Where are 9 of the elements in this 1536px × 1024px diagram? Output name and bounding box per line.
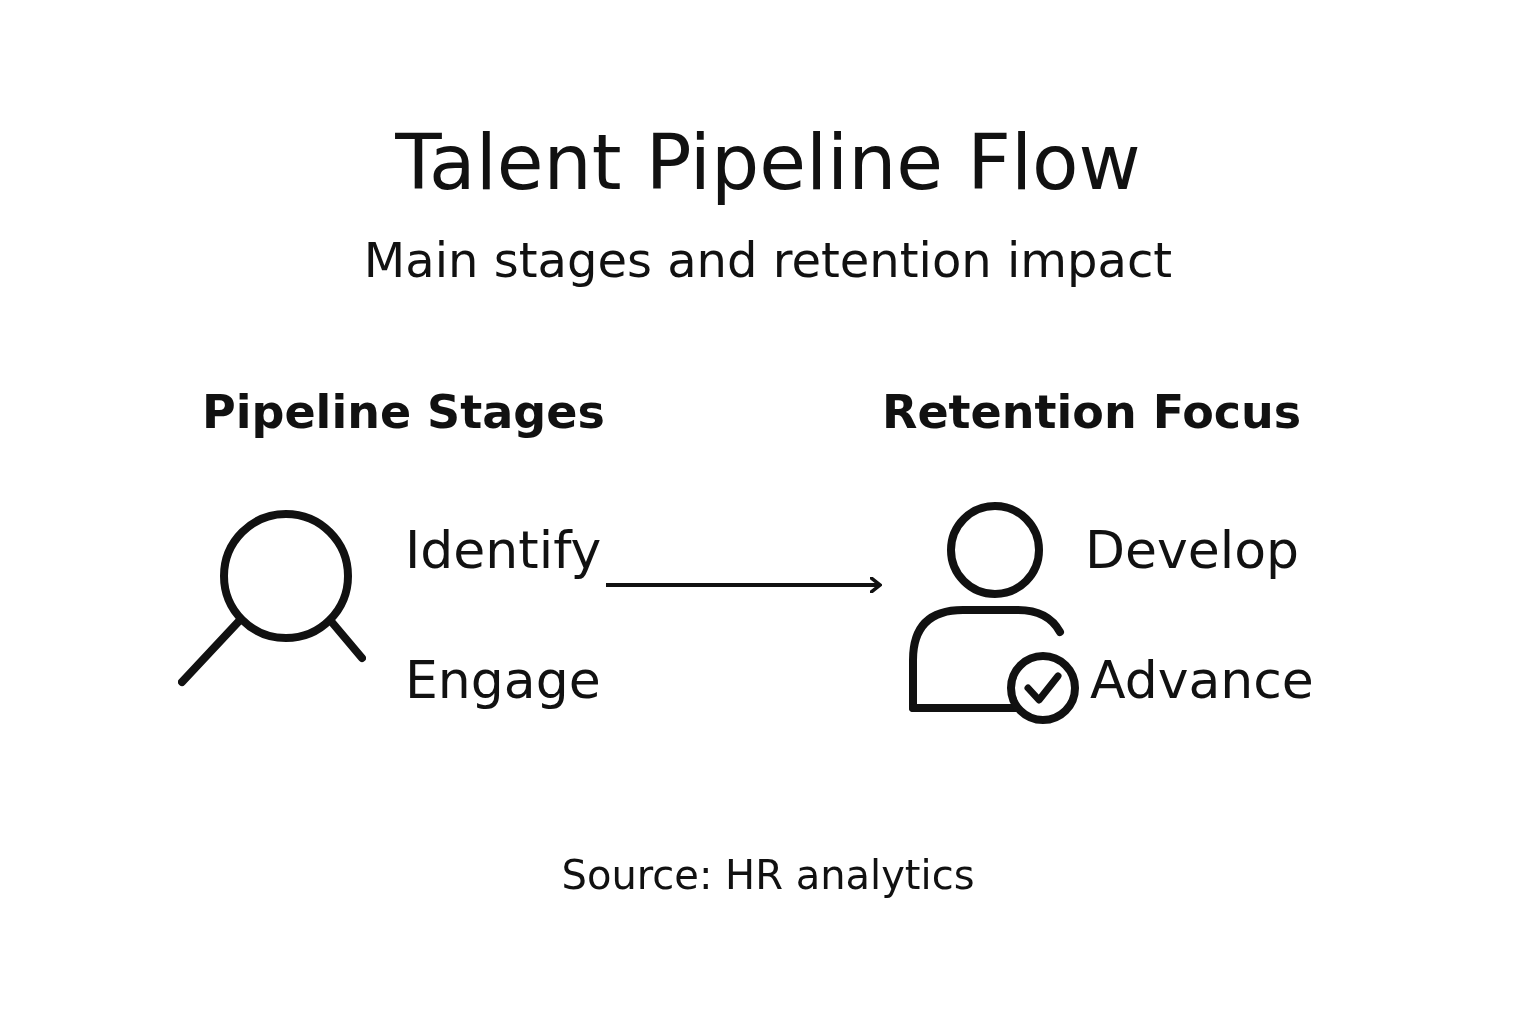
title: Talent Pipeline Flow [394, 118, 1142, 207]
stage-label: Develop [1085, 520, 1300, 580]
source-note: Source: HR analytics [560, 852, 976, 898]
stage-label: Engage [405, 650, 601, 710]
stage-label: Advance [1090, 650, 1314, 710]
subtitle: Main stages and retention impact [362, 232, 1174, 288]
section-heading: Retention Focus [882, 385, 1302, 439]
section-heading: Pipeline Stages [202, 385, 605, 439]
stage-label: Identify [405, 520, 602, 580]
